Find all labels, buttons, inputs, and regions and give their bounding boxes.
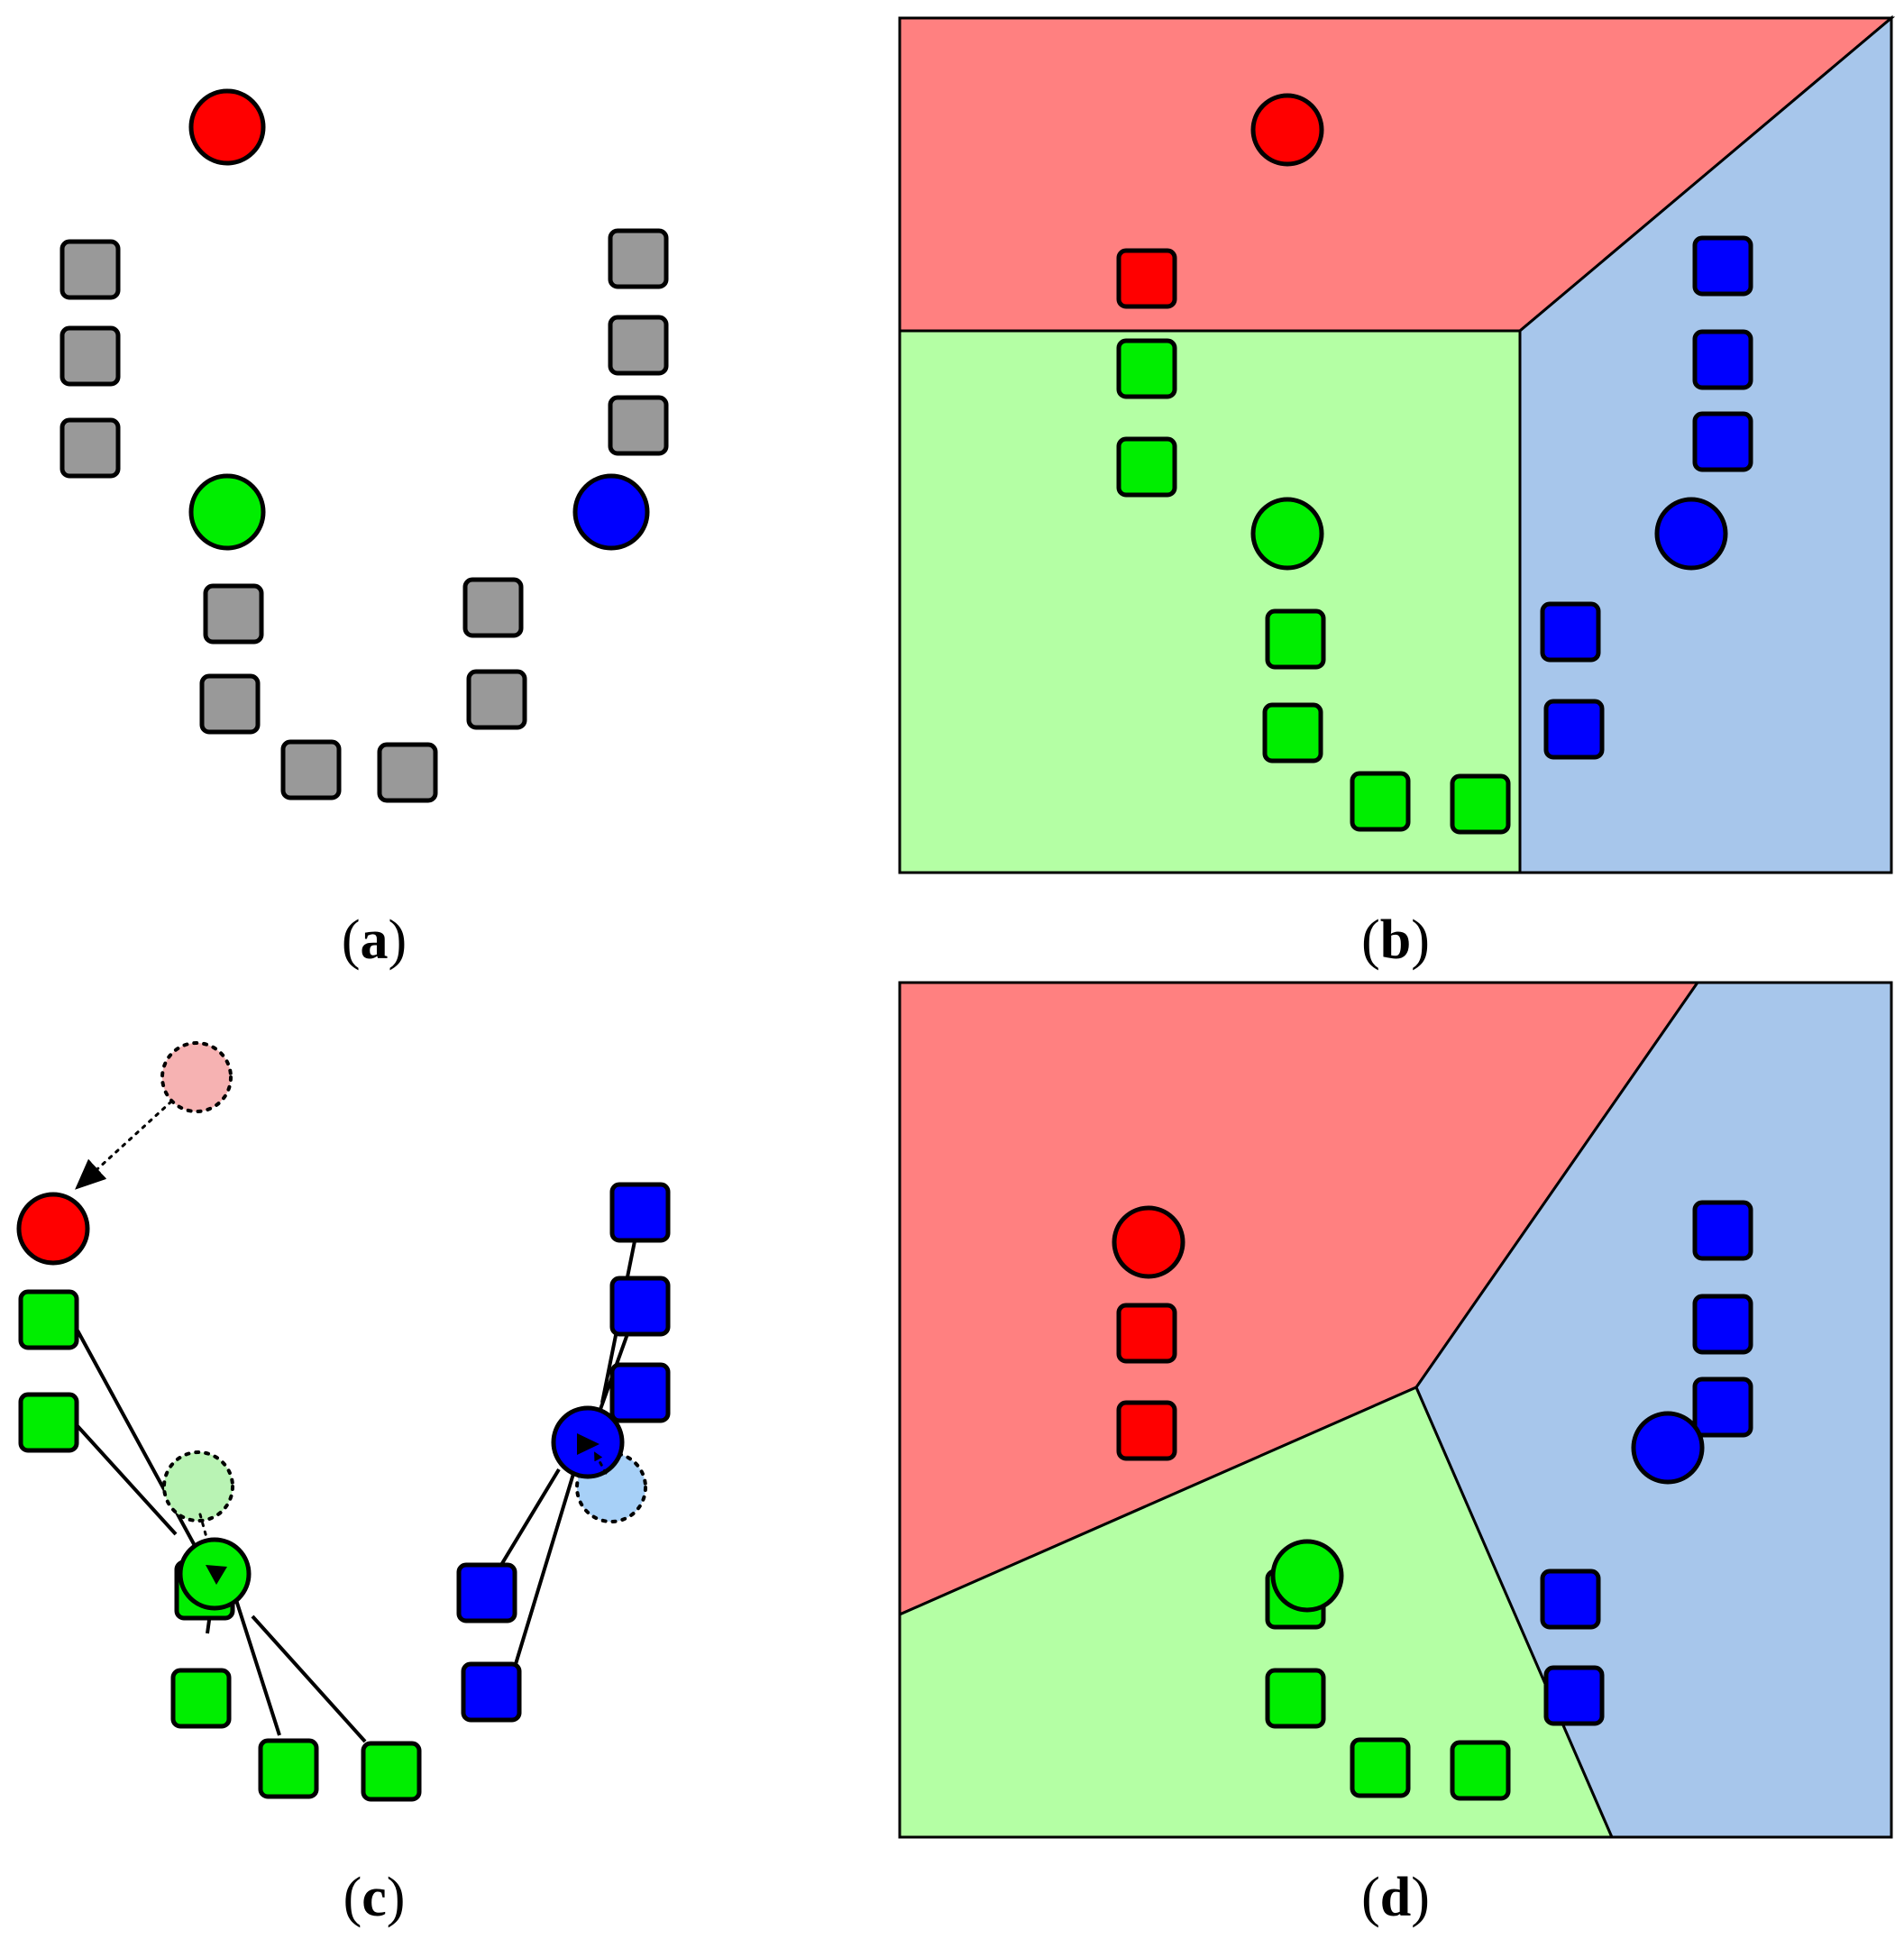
panel-c: (c) [16,1041,671,1928]
data-point-blue [1540,601,1601,663]
data-point [60,239,121,300]
data-point [466,669,527,730]
centroid-green [1250,497,1324,571]
data-point-green [1116,338,1177,399]
panel-b-frame [898,16,1893,874]
panel-d: (d) [898,981,1893,1928]
data-point-red [1116,1400,1177,1461]
centroid-red [16,1192,90,1266]
data-point [462,577,524,638]
data-point-blue [1692,411,1753,472]
region-green [898,329,1522,874]
data-point-green [1116,436,1177,498]
centroid-blue [572,473,650,551]
data-point-green [1450,773,1511,835]
data-point-green [258,1738,319,1799]
assignment-line [234,1599,281,1736]
centroid-blue [1654,497,1728,571]
data-point-blue [1692,1377,1753,1438]
data-point-green [170,1668,232,1729]
data-point-blue [1692,235,1753,297]
panel-a: (a) [60,88,669,971]
panel-b-caption: (b) [1361,910,1430,971]
data-points-unassigned [60,228,669,803]
assignment-lines [76,1204,644,1743]
data-point-red [1116,1303,1177,1364]
data-point-blue [1692,1200,1753,1261]
data-point [203,583,264,645]
assignment-line [76,1330,200,1553]
move-arrow-blue [593,1451,608,1475]
data-point [608,315,669,376]
data-point-green [361,1741,422,1802]
move-arrowhead-blue [577,1433,600,1455]
panel-a-caption: (a) [342,910,407,971]
assignment-line [499,1468,561,1567]
panel-d-frame [898,981,1893,1839]
data-point [280,739,342,800]
centroid-green [188,473,266,551]
assignment-line [514,1473,575,1665]
centroid-red [188,88,266,166]
data-point-green [1450,1740,1511,1801]
data-point [608,395,669,456]
data-point-blue [1692,1294,1753,1355]
data-point-blue [609,1276,671,1337]
data-point [60,417,121,479]
data-point-red [1116,248,1177,309]
centroid-green [1270,1539,1344,1613]
data-point [608,228,669,289]
data-point-green [1265,608,1326,670]
panel-d-caption: (d) [1361,1867,1430,1928]
data-point-green [18,1289,79,1350]
data-point-blue [461,1661,522,1723]
centroid-red [1112,1205,1185,1279]
data-point-blue [609,1182,671,1243]
assignment-line [76,1424,178,1536]
data-point-blue [609,1362,671,1423]
data-point [199,673,261,735]
data-point-green [1262,702,1323,764]
centroid-red [1250,93,1324,167]
previous-centroid-green [162,1450,234,1523]
data-point [60,325,121,387]
panel-c-caption: (c) [343,1867,406,1928]
data-point-blue [1543,699,1605,760]
data-point-blue [1540,1569,1601,1630]
data-point-blue [1543,1665,1605,1726]
data-point [377,742,438,803]
previous-centroid-red [160,1041,233,1113]
data-point-green [1350,1737,1411,1798]
move-arrowhead-green [206,1565,227,1585]
data-point-green [1265,1668,1326,1729]
data-point-blue [456,1562,517,1623]
assignment-line [251,1614,367,1743]
move-arrow-red [75,1100,173,1190]
centroid-blue [1631,1411,1705,1485]
data-point-green [1350,771,1411,832]
data-point-blue [1692,329,1753,390]
data-point-green [18,1392,79,1453]
panel-b: (b) [898,14,1896,971]
